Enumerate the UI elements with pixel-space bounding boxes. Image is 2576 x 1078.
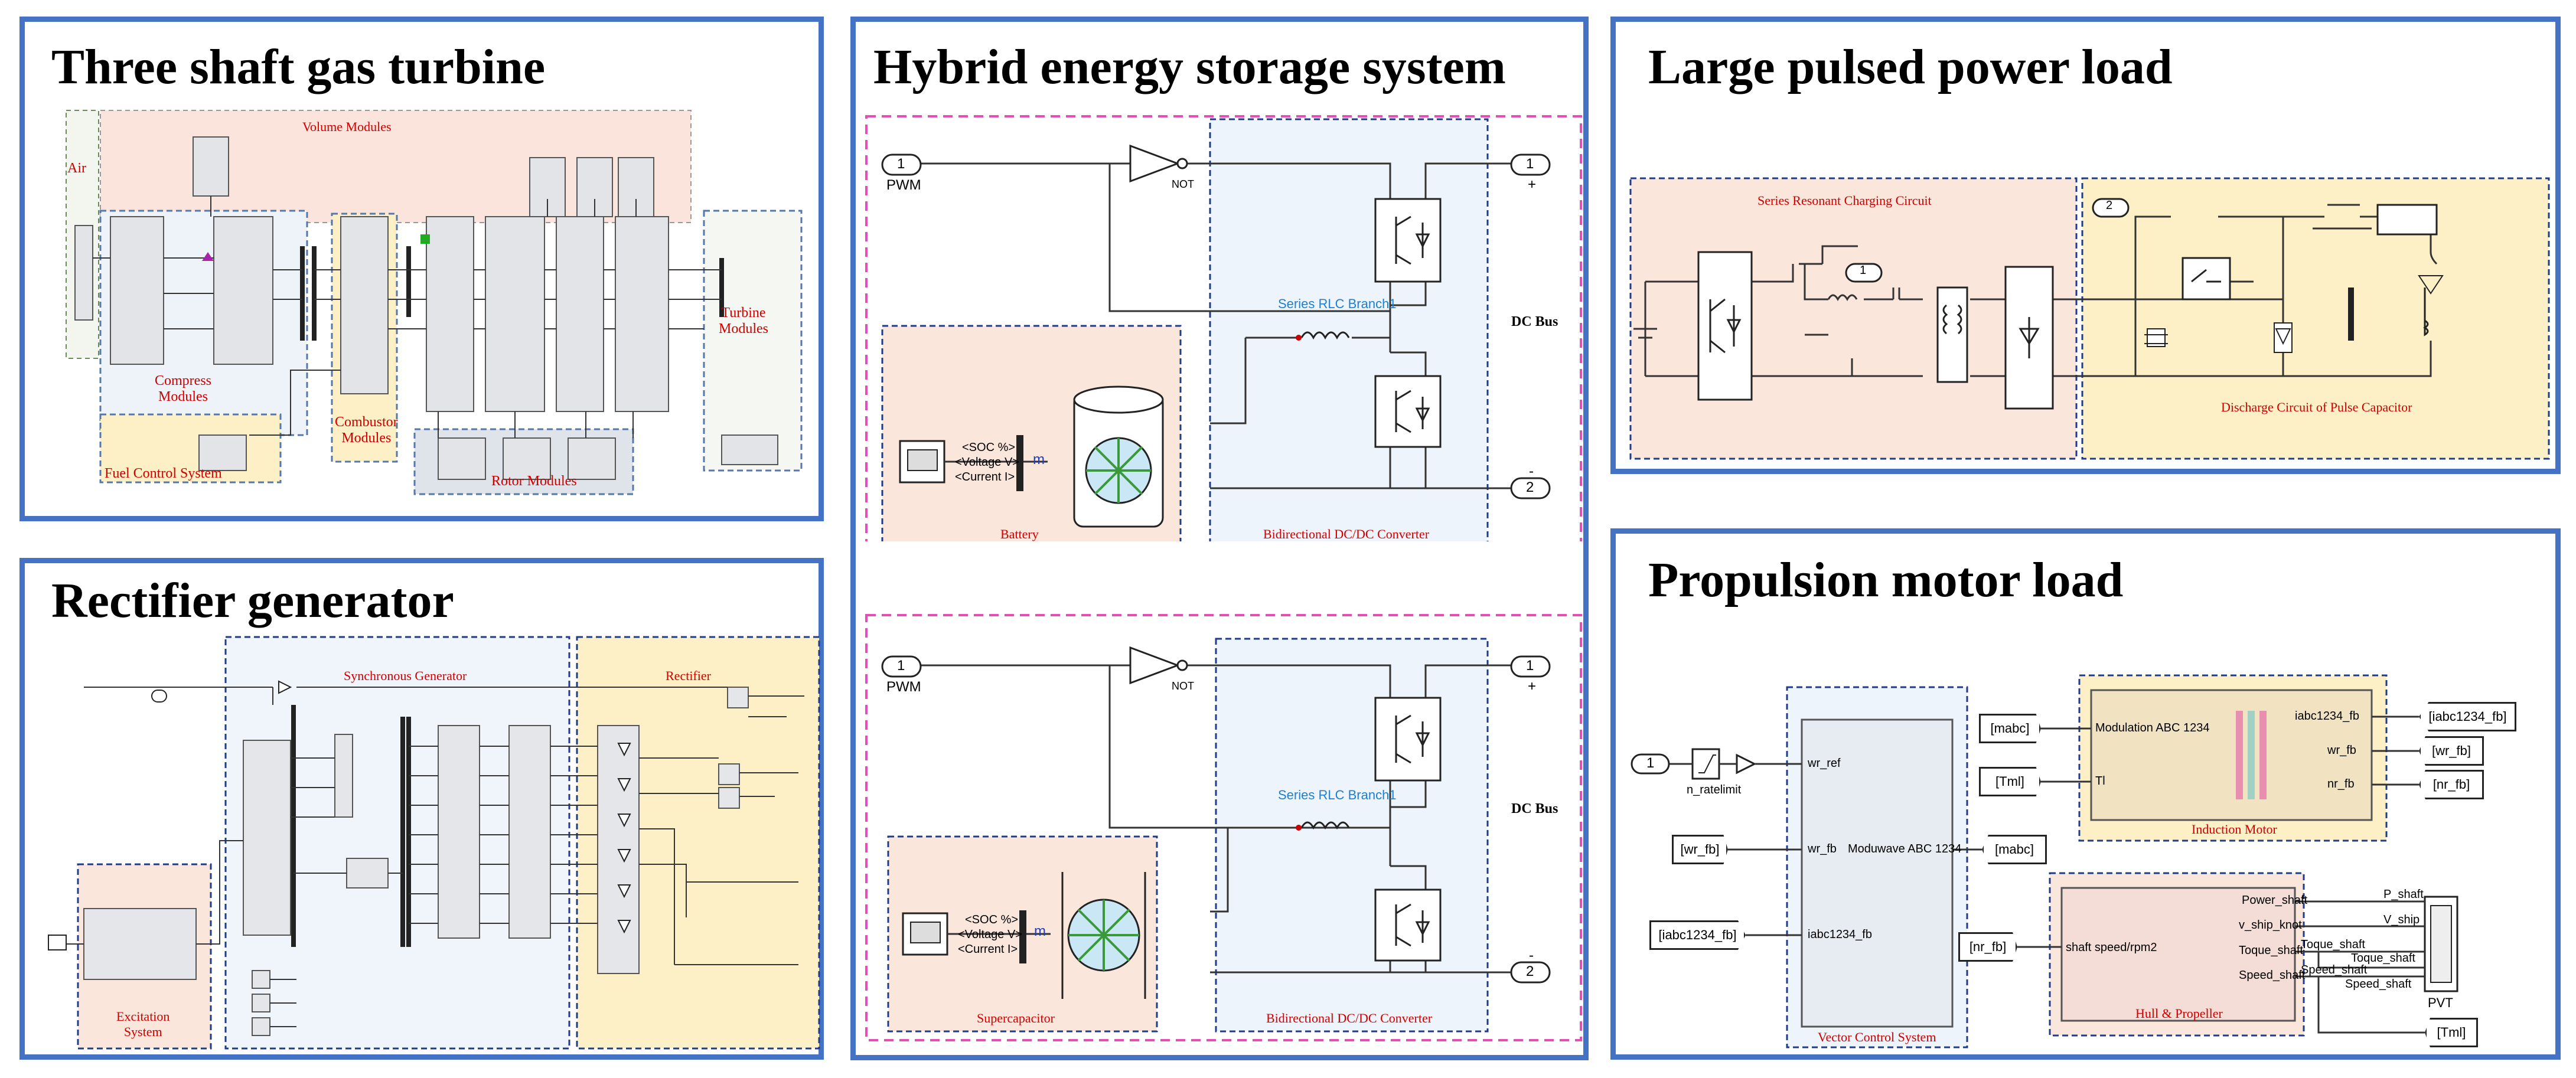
rate-limiter-label: n_ratelimit (1687, 783, 1742, 796)
pwm-port-number: 1 (897, 156, 905, 172)
hess-battery-section: 1 PWM NOT 1 + 2 - Series RLC Branch1 DC … (856, 22, 1594, 541)
panel-title: Hybrid energy storage system (873, 40, 1506, 94)
scope-speed-port: Speed_shaft (2301, 963, 2368, 976)
panel-title: Three shaft gas turbine (51, 40, 546, 94)
m-label: m (1034, 923, 1046, 939)
dc-bus-label: DC Bus (1511, 801, 1558, 816)
vcs-iabc-port: iabc1234_fb (1808, 928, 1872, 941)
vcs-wr-fb-port: wr_fb (1808, 842, 1837, 855)
scope-p-shaft-port: P_shaft (2383, 888, 2424, 901)
current-signal: <Current I> (955, 471, 1015, 484)
input-port-2: 2 (2106, 199, 2113, 212)
compress-modules-label: Compress Modules (155, 373, 211, 404)
out-minus-sign: - (1529, 463, 1534, 479)
from-mabc: [mabc] (1979, 714, 2041, 743)
goto-nr-fb: [nr_fb] (2419, 770, 2484, 799)
input-port-1: 1 (1860, 264, 1867, 277)
toque-shaft-signal: Toque_shaft (2351, 952, 2415, 965)
hess-supercap-section: 1 PWM NOT 1 + 2 - Series RLC Branch1 DC … (856, 512, 1594, 1043)
goto-tml: [Tml] (2425, 1018, 2478, 1047)
from-iabc: [iabc1234_fb] (1649, 920, 1746, 950)
panel-propulsion: Propulsion motor load (1610, 528, 2561, 1060)
pvt-scope-label: PVT (2428, 995, 2453, 1010)
voltage-signal: <Voltage V> (958, 928, 1022, 941)
vector-control-label: Vector Control System (1818, 1030, 1936, 1044)
rectifier-diagram (48, 636, 820, 1050)
vcs-output-port: Moduwave ABC 1234 (1848, 842, 1962, 855)
scope-v-ship-port: V_ship (2383, 913, 2420, 926)
soc-signal: <SOC %> (962, 441, 1016, 454)
battery-label: Battery (1000, 527, 1039, 541)
goto-wr-fb: [wr_fb] (2419, 736, 2484, 766)
air-label: Air (67, 161, 86, 176)
supercap-circuit-diagram (865, 614, 1582, 1041)
panel-gas-turbine: Three shaft gas turbine (19, 17, 824, 521)
hull-input-port: shaft speed/rpm2 (2066, 941, 2157, 954)
out-plus-port-number: 1 (1526, 658, 1534, 674)
out-plus-sign: + (1528, 678, 1537, 694)
from-tml: [Tml] (1979, 767, 2041, 796)
speed-shaft-signal: Speed_shaft (2345, 978, 2412, 991)
rectifier-label: Rectifier (666, 668, 711, 683)
turbine-modules-label: Turbine Modules (719, 305, 768, 337)
converter-label: Bidirectional DC/DC Converter (1266, 1011, 1433, 1025)
rotor-modules-label: Rotor Modules (491, 473, 577, 489)
panel-hess: Hybrid energy storage system (850, 17, 1589, 1060)
hull-speed-port: Speed_shaft (2239, 969, 2306, 982)
dc-bus-label: DC Bus (1511, 314, 1558, 329)
not-gate-label: NOT (1172, 680, 1194, 692)
from-wr-fb: [wr_fb] (1672, 835, 1728, 864)
m-label: m (1033, 452, 1045, 468)
soc-signal: <SOC %> (965, 913, 1019, 926)
goto-iabc: [iabc1234_fb] (2419, 702, 2516, 731)
hull-toque-port: Toque_shaft (2239, 944, 2303, 957)
out-minus-port-number: 2 (1526, 479, 1534, 495)
scope-toque-port: Toque_shaft (2301, 938, 2365, 951)
not-gate-label: NOT (1172, 178, 1194, 190)
propulsion-diagram (1631, 674, 2458, 1048)
panel-pulsed-load: Large pulsed power load (1610, 17, 2561, 474)
pwm-port-number: 1 (897, 658, 905, 674)
combustor-modules-label: Combustor Modules (335, 414, 398, 446)
motor-modulation-port: Modulation ABC 1234 (2095, 721, 2210, 734)
motor-tl-port: Tl (2095, 775, 2105, 788)
induction-motor-label: Induction Motor (2192, 822, 2277, 837)
panel-title: Rectifier generator (51, 573, 454, 628)
motor-iabc-port: iabc1234_fb (2295, 710, 2359, 723)
panel-title: Large pulsed power load (1648, 40, 2173, 94)
panel-rectifier-generator: Rectifier generator (19, 558, 824, 1060)
gas-turbine-diagram (66, 110, 803, 495)
current-signal: <Current I> (958, 943, 1018, 956)
supercapacitor-label: Supercapacitor (977, 1011, 1055, 1025)
hull-propeller-label: Hull & Propeller (2135, 1006, 2223, 1021)
hull-power-port: Power_shaft (2242, 894, 2308, 907)
volume-modules-label: Volume Modules (302, 119, 392, 134)
out-plus-port-number: 1 (1526, 156, 1534, 172)
input-port-number: 1 (1646, 755, 1655, 771)
vcs-wr-ref-port: wr_ref (1808, 757, 1841, 770)
out-minus-sign: - (1529, 948, 1534, 963)
charging-circuit-label: Series Resonant Charging Circuit (1757, 193, 1932, 208)
panel-title: Propulsion motor load (1648, 553, 2124, 607)
pwm-label: PWM (886, 177, 921, 193)
discharge-circuit-label: Discharge Circuit of Pulse Capacitor (2221, 400, 2412, 414)
out-minus-port-number: 2 (1526, 963, 1534, 979)
rlc-branch-label: Series RLC Branch1 (1278, 296, 1397, 311)
out-plus-sign: + (1528, 177, 1537, 192)
excitation-system-label: Excitation System (116, 1009, 170, 1039)
rlc-branch-label: Series RLC Branch1 (1278, 788, 1397, 802)
fuel-control-label: Fuel Control System (105, 466, 222, 481)
goto-mabc: [mabc] (1982, 835, 2047, 864)
voltage-signal: <Voltage V> (955, 456, 1019, 469)
synchronous-generator-label: Synchronous Generator (344, 668, 467, 683)
from-nr-fb: [nr_fb] (1958, 932, 2017, 962)
pwm-label: PWM (886, 679, 921, 695)
motor-wr-port: wr_fb (2327, 744, 2356, 757)
converter-label: Bidirectional DC/DC Converter (1263, 527, 1430, 541)
hull-vship-port: v_ship_knot (2239, 919, 2302, 932)
motor-nr-port: nr_fb (2327, 778, 2355, 790)
